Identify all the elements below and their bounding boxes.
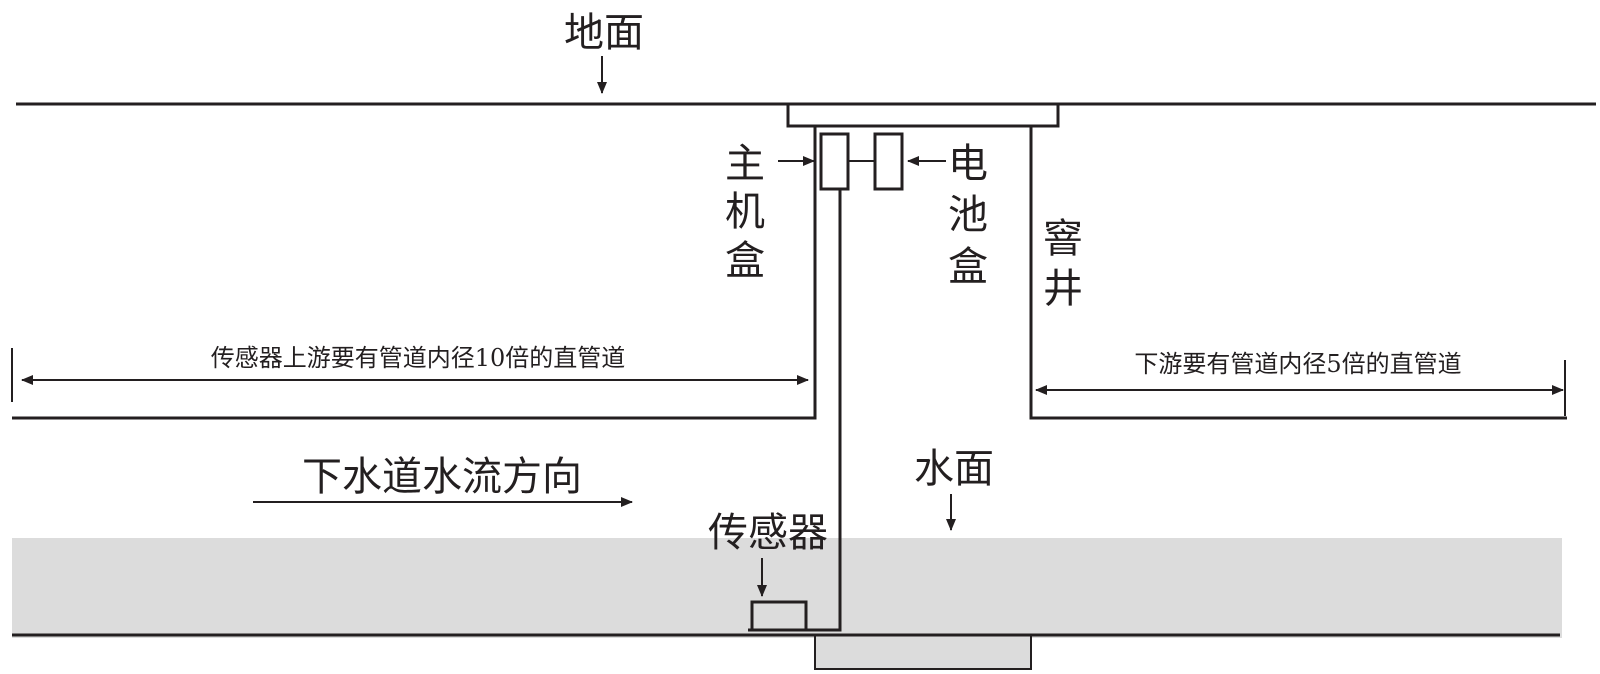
battery-box-label-3: 盒	[948, 244, 988, 290]
host-box-label-3: 盒	[725, 238, 765, 284]
battery-box-label-2: 池	[948, 192, 988, 238]
battery-box	[873, 132, 904, 191]
sensor-label: 传感器	[708, 510, 828, 556]
manhole-label-1: 窨	[1043, 216, 1083, 262]
left-wall-and-pipe-top	[12, 126, 817, 420]
host-box-label-1: 主	[725, 141, 765, 187]
sump-pit	[814, 634, 1032, 670]
water-surface-label: 水面	[914, 446, 994, 492]
manhole-label-2: 井	[1043, 266, 1083, 312]
right-wall-and-pipe-top	[1029, 126, 1567, 420]
host-box	[819, 132, 850, 191]
sensor-device	[750, 600, 808, 632]
host-box-label-2: 机	[725, 189, 765, 235]
flow-direction-label: 下水道水流方向	[302, 454, 582, 500]
upstream-note: 传感器上游要有管道内径10倍的直管道	[211, 344, 626, 372]
ground-label: 地面	[564, 10, 644, 56]
manhole-cover	[786, 102, 1060, 128]
downstream-note: 下游要有管道内径5倍的直管道	[1134, 350, 1461, 378]
battery-box-label-1: 电	[948, 141, 988, 187]
